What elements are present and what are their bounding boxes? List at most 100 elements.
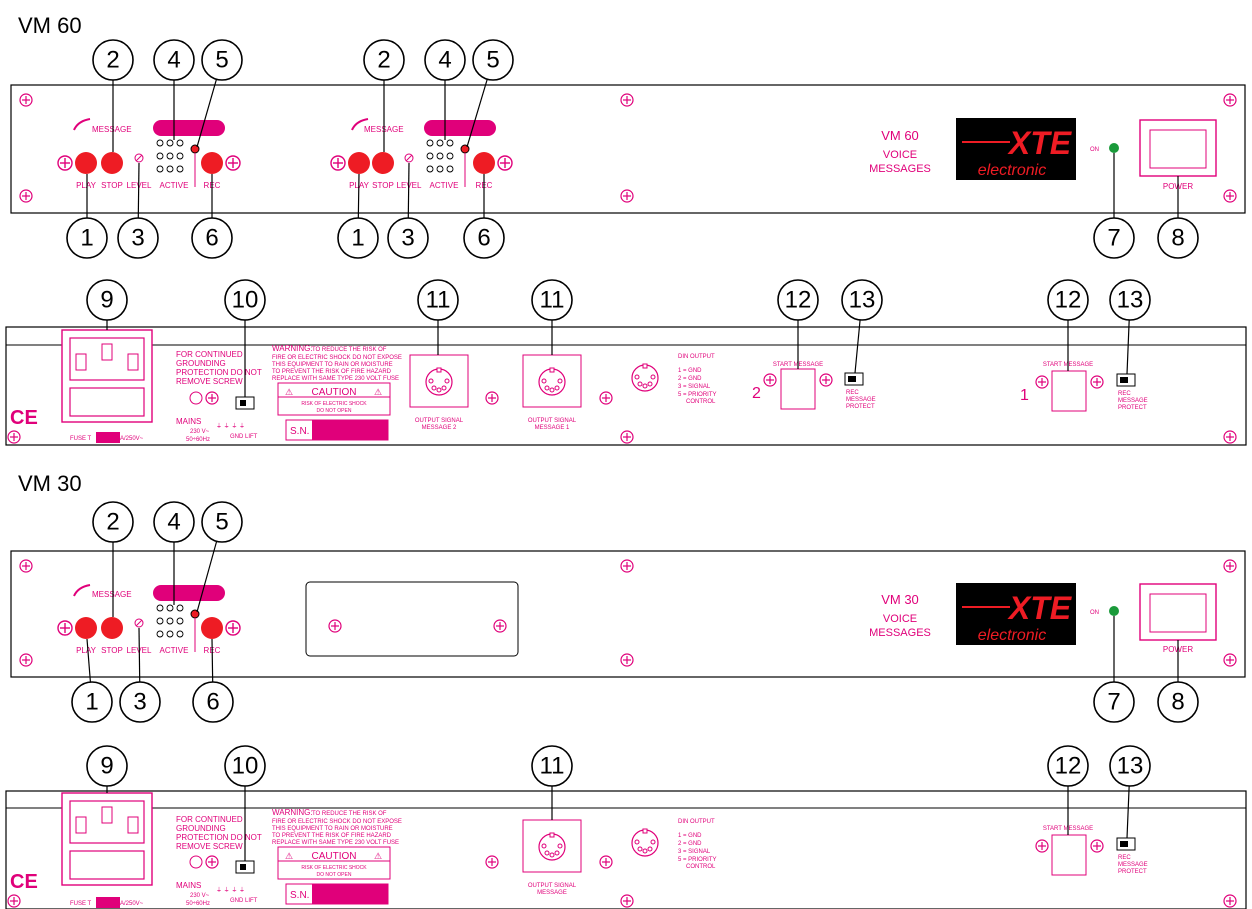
play-button[interactable]	[75, 617, 97, 639]
rec-button[interactable]	[473, 152, 495, 174]
screw-icon	[205, 855, 219, 869]
start-message-2-terminal[interactable]	[780, 368, 816, 410]
mains-inlet[interactable]	[61, 792, 153, 886]
screw-icon	[493, 619, 507, 633]
rec-button[interactable]	[201, 152, 223, 174]
ground-icon	[189, 391, 203, 405]
callout-number: 6	[477, 225, 490, 252]
svg-text:1 = GND: 1 = GND	[678, 833, 702, 839]
callout-number: 11	[540, 287, 565, 314]
message-bar	[153, 585, 225, 601]
power-led	[1109, 143, 1119, 153]
callout-number: 5	[486, 47, 499, 74]
channel-1-number: 1	[1020, 387, 1029, 404]
screw-icon	[485, 391, 499, 405]
mains-inlet[interactable]	[61, 329, 153, 423]
warning-triangle-icon: ⚠	[374, 851, 382, 861]
screw-icon	[225, 155, 241, 171]
screw-icon	[620, 653, 634, 667]
svg-text:RISK OF ELECTRIC SHOCK: RISK OF ELECTRIC SHOCK	[301, 865, 367, 871]
warning-triangle-icon: ⚠	[285, 387, 293, 397]
start-message-1-terminal[interactable]	[1051, 370, 1087, 412]
message-label: MESSAGE	[92, 125, 132, 134]
svg-text:DIN OUTPUT: DIN OUTPUT	[678, 354, 715, 360]
callout-circle	[1047, 745, 1089, 787]
rec-protect-label: MESSAGE	[1118, 862, 1148, 868]
callout-number: 1	[85, 689, 98, 716]
callout-number: 6	[205, 225, 218, 252]
callout-circle	[472, 39, 514, 81]
stop-label: STOP	[101, 181, 123, 190]
xte-logo: XTE electronic	[956, 118, 1076, 180]
start-message-terminal[interactable]	[1051, 834, 1087, 876]
play-button[interactable]	[348, 152, 370, 174]
svg-text:WARNING:: WARNING:	[272, 808, 313, 817]
callout-number: 13	[1117, 287, 1144, 314]
din-pinout-diagram	[631, 363, 659, 392]
callout-circle	[1109, 745, 1151, 787]
warning-triangle-icon: ⚠	[374, 387, 382, 397]
output-message-1-socket[interactable]	[538, 367, 566, 396]
output-label: OUTPUT SIGNAL	[528, 883, 577, 889]
callout-number: 3	[401, 225, 414, 252]
din-pinout-diagram	[631, 828, 659, 857]
fuse-value-box	[96, 432, 120, 443]
callout-number: 12	[785, 287, 812, 314]
play-button[interactable]	[75, 152, 97, 174]
screw-icon	[620, 189, 634, 203]
callout-circle	[201, 39, 243, 81]
rec-protect-label: PROTECT	[1118, 405, 1147, 411]
screw-icon	[330, 155, 346, 171]
callout-circle	[224, 745, 266, 787]
callout-circle	[92, 501, 134, 543]
warning-text: WARNING: TO REDUCE THE RISK OF FIRE OR E…	[272, 808, 402, 846]
ground-icon	[189, 855, 203, 869]
callout-circle	[363, 39, 405, 81]
svg-text:2 = GND: 2 = GND	[678, 376, 702, 382]
output-message-socket[interactable]	[538, 832, 566, 861]
svg-text:DO NOT OPEN: DO NOT OPEN	[317, 408, 352, 414]
stop-button[interactable]	[101, 617, 123, 639]
callout-number: 9	[100, 753, 113, 780]
svg-text:REPLACE WITH SAME TYPE 230 VOL: REPLACE WITH SAME TYPE 230 VOLT FUSE	[272, 376, 399, 382]
speaker-grille	[156, 139, 184, 173]
rec-button[interactable]	[201, 617, 223, 639]
active-label: ACTIVE	[160, 181, 189, 190]
callout-number: 8	[1171, 225, 1184, 252]
callout-circle	[1157, 681, 1199, 723]
stop-button[interactable]	[101, 152, 123, 174]
svg-text:FIRE OR ELECTRIC SHOCK DO NOT: FIRE OR ELECTRIC SHOCK DO NOT EXPOSE	[272, 355, 402, 361]
svg-text:GROUNDING: GROUNDING	[176, 359, 226, 368]
callout-number: 12	[1055, 753, 1082, 780]
callout-number: 7	[1107, 225, 1120, 252]
callout-circle	[119, 681, 161, 723]
callout-circle	[1047, 279, 1089, 321]
serial-label: S.N.	[290, 426, 309, 437]
callout-circle	[92, 39, 134, 81]
active-label: ACTIVE	[160, 646, 189, 655]
callout-number: 6	[206, 689, 219, 716]
screw-icon	[819, 373, 833, 387]
svg-text:THIS EQUIPMENT TO RAIN OR MOIS: THIS EQUIPMENT TO RAIN OR MOISTURE	[272, 362, 393, 368]
callout-circle	[86, 279, 128, 321]
callout-circle	[417, 279, 459, 321]
mains-label: MAINS	[176, 881, 201, 890]
callout-number: 8	[1171, 689, 1184, 716]
callout-number: 1	[351, 225, 364, 252]
svg-text:DO NOT OPEN: DO NOT OPEN	[317, 872, 352, 878]
screw-icon	[57, 620, 73, 636]
callout-circle	[117, 217, 159, 259]
on-label: ON	[1090, 147, 1099, 153]
svg-text:3 = SIGNAL: 3 = SIGNAL	[678, 384, 711, 390]
grounding-note: FOR CONTINUED GROUNDING PROTECTION DO NO…	[176, 815, 262, 851]
play-label: PLAY	[76, 181, 97, 190]
output-2-label: OUTPUT SIGNAL	[415, 418, 464, 424]
stop-button[interactable]	[372, 152, 394, 174]
fuse-rating: A/250V~	[120, 901, 144, 907]
callout-circle	[66, 217, 108, 259]
svg-text:TO PREVENT THE RISK OF FIRE HA: TO PREVENT THE RISK OF FIRE HAZARD	[272, 369, 392, 375]
rec-protect-label: MESSAGE	[846, 397, 876, 403]
output-message-2-socket[interactable]	[425, 367, 453, 396]
svg-text:DIN OUTPUT: DIN OUTPUT	[678, 819, 715, 825]
callout-number: 3	[131, 225, 144, 252]
